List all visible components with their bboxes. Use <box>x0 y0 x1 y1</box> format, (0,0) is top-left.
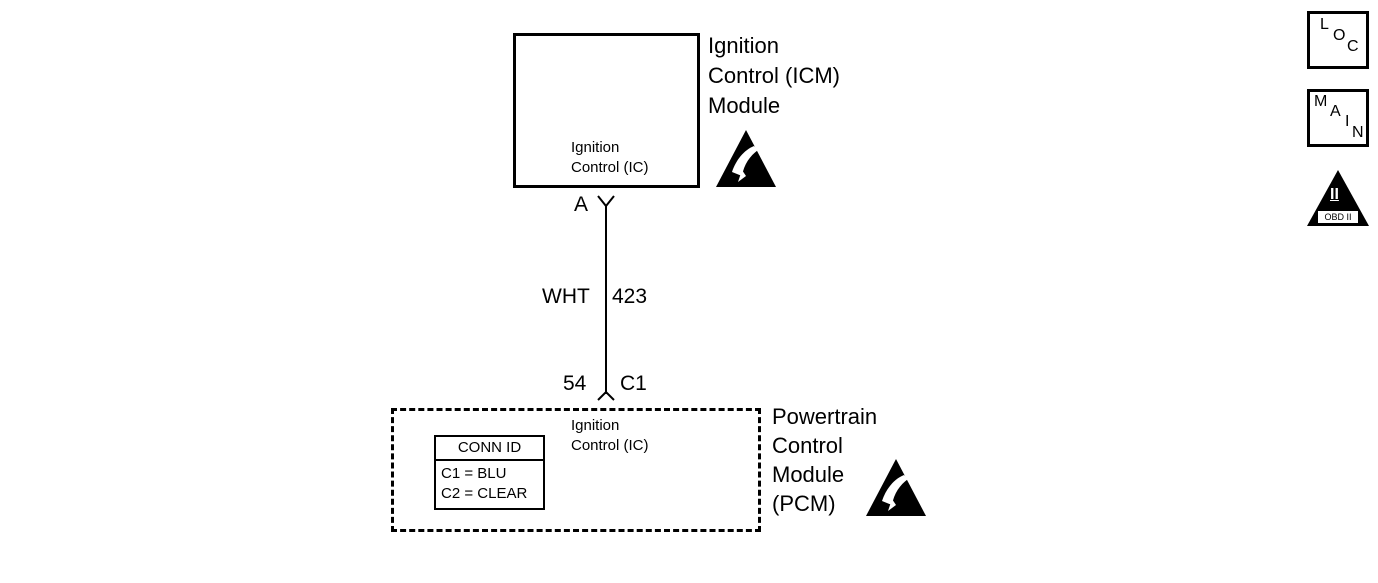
pcm-pin-label: 54 <box>563 372 587 395</box>
main-letter: N <box>1352 124 1364 141</box>
pcm-module-box <box>391 408 761 532</box>
esd-warning-icon <box>716 130 776 187</box>
conn-id-table: CONN ID C1 = BLU C2 = CLEAR <box>434 435 545 510</box>
pcm-title: Powertrain Control Module (PCM) <box>772 404 878 516</box>
wire-circuit-label: 423 <box>612 285 648 308</box>
loc-letter: L <box>1320 16 1329 33</box>
loc-letter: C <box>1347 38 1359 55</box>
obd-ii-label[interactable]: OBD II <box>1324 212 1352 222</box>
icm-module-box <box>513 33 700 188</box>
icm-inner-label: Ignition Control (IC) <box>571 139 649 176</box>
loc-letter: O <box>1333 27 1346 44</box>
icm-title: Ignition Control (ICM) Module <box>708 33 841 118</box>
main-button[interactable]: M A I N <box>1307 89 1369 147</box>
obd-ii-icon <box>1307 170 1369 226</box>
obd-ii-numeral: II <box>1330 186 1339 203</box>
pcm-inner-label: Ignition Control (IC) <box>571 417 649 454</box>
pcm-connector-label: C1 <box>620 372 647 395</box>
conn-id-row: C1 = BLU <box>441 465 507 482</box>
connector-a-symbol <box>597 195 615 208</box>
loc-button[interactable]: L O C <box>1307 11 1369 69</box>
main-letter: I <box>1345 113 1350 130</box>
connector-54-symbol <box>597 390 615 401</box>
main-letter: M <box>1314 93 1328 110</box>
conn-id-row: C2 = CLEAR <box>441 485 528 502</box>
wire-color-label: WHT <box>542 285 590 308</box>
icm-pin-label: A <box>574 193 589 216</box>
esd-warning-icon <box>866 459 926 516</box>
conn-id-header: CONN ID <box>436 437 543 461</box>
main-letter: A <box>1330 103 1341 120</box>
